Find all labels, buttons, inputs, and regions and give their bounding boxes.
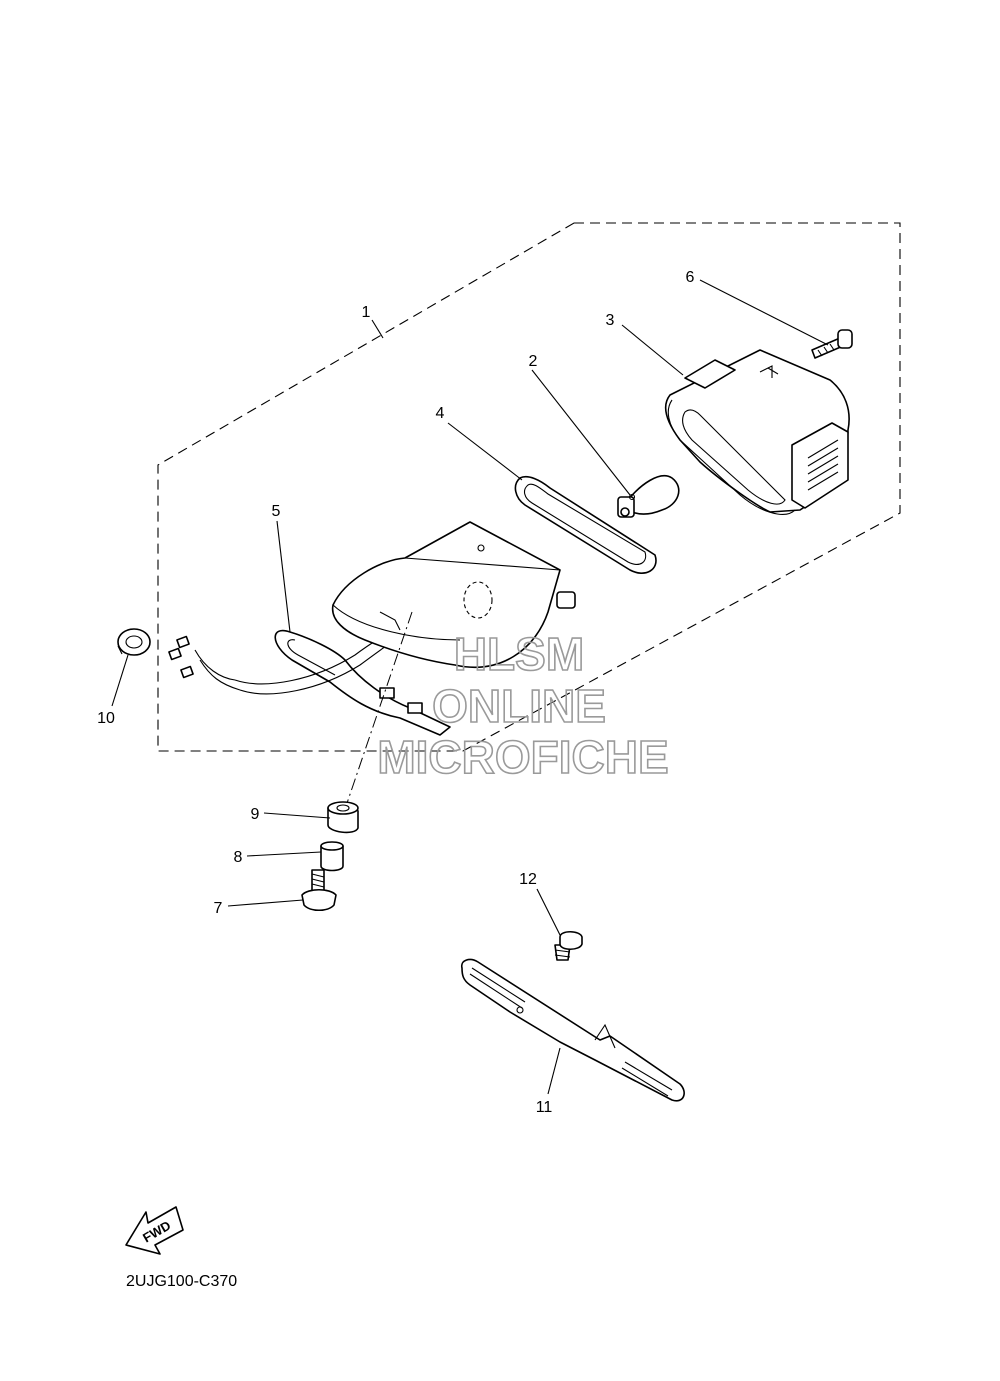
part-11-bracket <box>460 958 685 1102</box>
callout-11: 11 <box>536 1099 553 1116</box>
part-10-grommet <box>117 628 151 656</box>
watermark: HLSM ONLINE MICROFICHE <box>377 627 670 784</box>
part-12-bolt <box>554 930 583 961</box>
lamp-housing <box>331 521 576 668</box>
part-8-collar <box>320 841 344 872</box>
callout-8: 8 <box>234 849 243 866</box>
callout-4: 4 <box>436 405 445 422</box>
assembly-boundary <box>157 222 901 752</box>
watermark-line-3: MICROFICHE <box>377 731 668 783</box>
callout-5: 5 <box>272 503 281 520</box>
callout-2: 2 <box>529 353 538 370</box>
callout-10: 10 <box>97 710 115 727</box>
watermark-line-1: HLSM <box>454 628 584 680</box>
leader-lines <box>111 279 829 1095</box>
part-2-bulb <box>617 475 680 518</box>
part-9-damper <box>327 801 359 834</box>
callout-12: 12 <box>519 871 537 888</box>
watermark-line-2: ONLINE <box>432 680 606 732</box>
callout-1: 1 <box>362 304 371 321</box>
callout-6: 6 <box>686 269 695 286</box>
callout-3: 3 <box>606 312 615 329</box>
callout-7: 7 <box>214 900 223 917</box>
drawing-code: 2UJG100-C370 <box>126 1273 237 1290</box>
part-6-screw <box>811 329 853 359</box>
part-5-base-wiring <box>168 621 451 736</box>
part-3-lens <box>664 349 850 515</box>
part-4-gasket <box>514 475 657 574</box>
callout-9: 9 <box>251 806 260 823</box>
part-7-bolt <box>301 869 337 912</box>
callout-labels: 1 2 3 4 5 6 7 8 9 10 11 12 <box>97 269 694 1116</box>
fwd-arrow-icon: FWD <box>125 1206 184 1255</box>
centerline <box>343 611 413 813</box>
